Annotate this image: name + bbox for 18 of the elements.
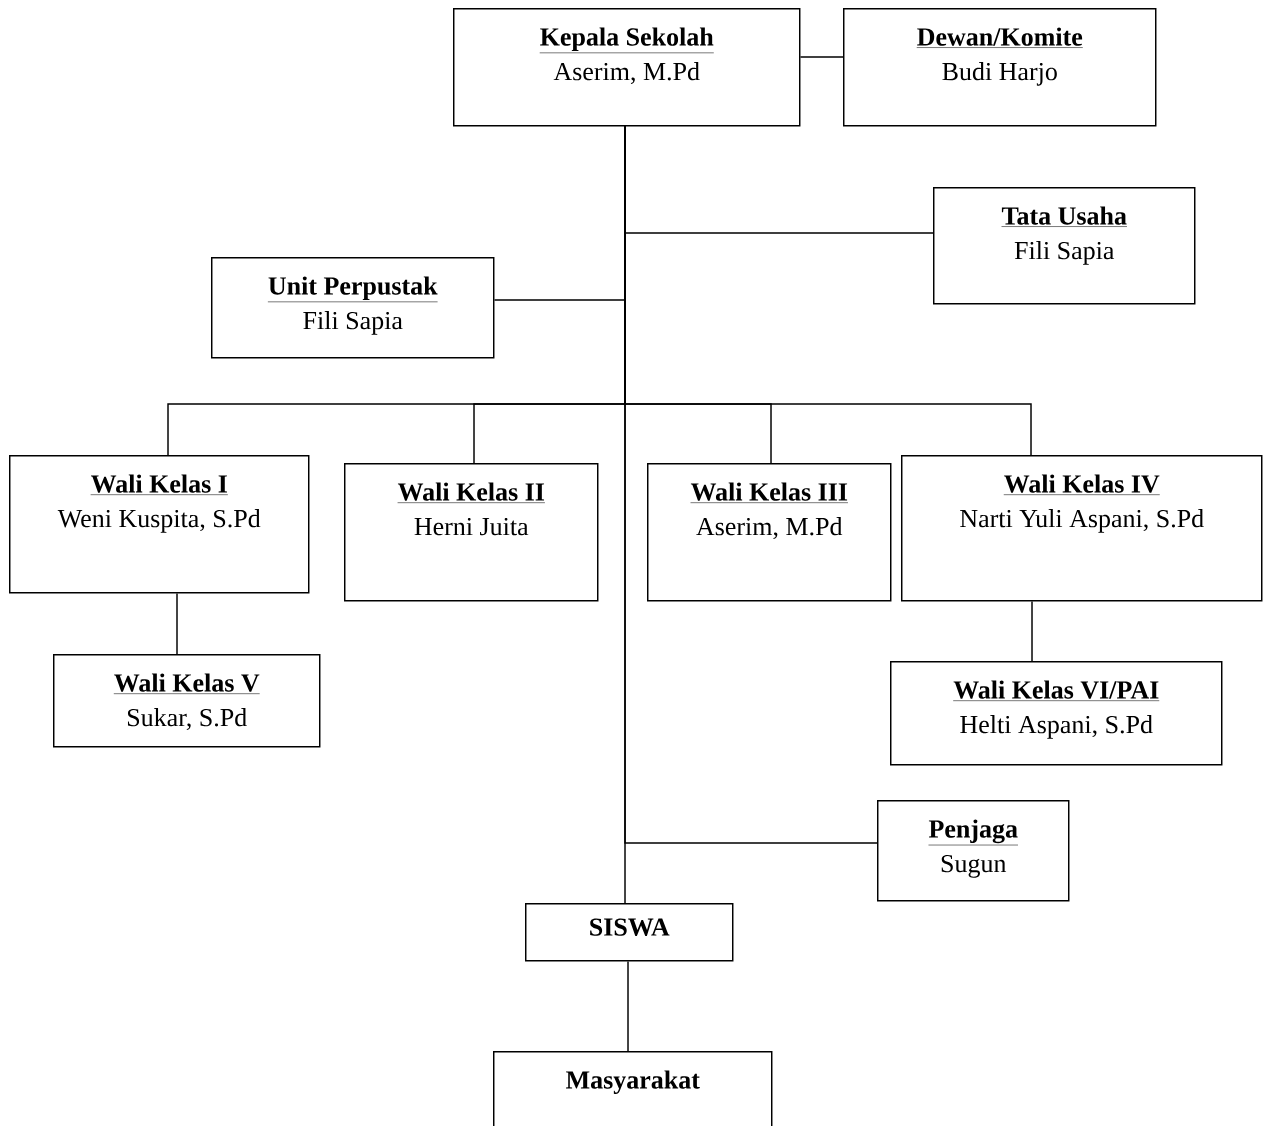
connector-line — [1031, 600, 1033, 662]
org-box: Unit Perpustak Fili Sapia — [211, 257, 495, 359]
org-box: Tata Usaha Fili Sapia — [933, 187, 1196, 305]
org-box: SISWA — [525, 903, 734, 962]
org-box: Penjaga Sugun — [877, 800, 1070, 902]
org-box: Wali Kelas II Herni Juita — [344, 463, 599, 602]
org-box: Dewan/Komite Budi Harjo — [843, 8, 1157, 127]
org-box: Wali Kelas IV Narti Yuli Aspani, S.Pd — [901, 455, 1263, 602]
org-box: Wali Kelas I Weni Kuspita, S.Pd — [9, 455, 310, 594]
connector-line — [624, 125, 626, 904]
org-box: Masyarakat — [493, 1051, 773, 1126]
connector-line — [176, 592, 178, 655]
connector-line — [627, 960, 629, 1052]
org-box: Kepala Sekolah Aserim, M.Pd — [453, 8, 801, 127]
org-box: Wali Kelas VI/PAI Helti Aspani, S.Pd — [890, 661, 1223, 766]
org-box: Wali Kelas V Sukar, S.Pd — [53, 654, 321, 748]
connector-line — [799, 56, 844, 58]
org-box: Wali Kelas III Aserim, M.Pd — [647, 463, 892, 602]
